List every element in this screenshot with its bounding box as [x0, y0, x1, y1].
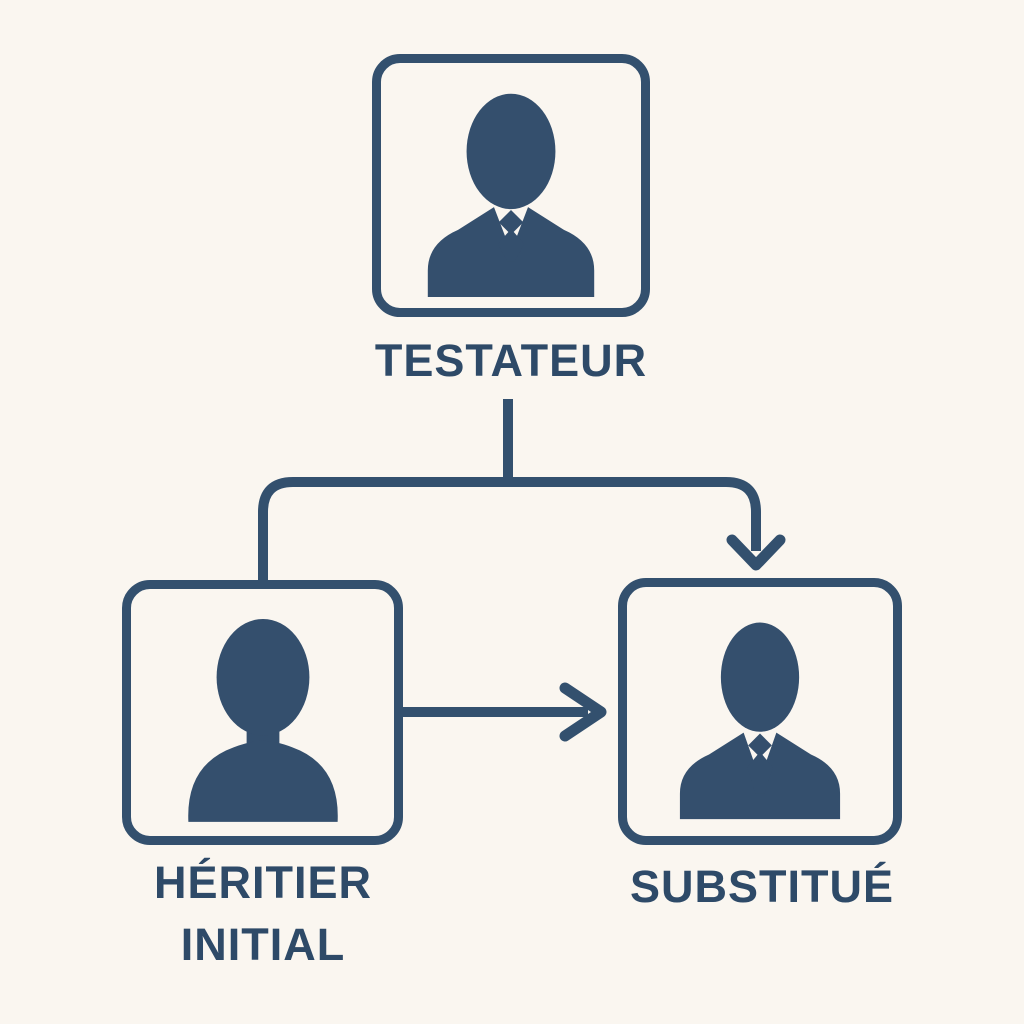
- edge-rail: [258, 477, 761, 584]
- node-testateur: [372, 54, 650, 317]
- node-substitue: [618, 578, 902, 845]
- arrowhead-right-icon: [559, 682, 607, 742]
- node-label-substitue: SUBSTITUÉ: [629, 861, 894, 912]
- node-label-testateur: TESTATEUR: [374, 335, 648, 386]
- label-line-2: INITIAL: [180, 919, 346, 970]
- label-line-1: HÉRITIER: [153, 857, 372, 908]
- person-suit-icon: [679, 622, 841, 819]
- person-icon: [187, 618, 338, 822]
- node-label-heritier-initial: HÉRITIER INITIAL: [63, 852, 463, 976]
- node-heritier-initial: [122, 580, 403, 845]
- person-suit-icon: [427, 93, 595, 297]
- arrowhead-down-icon: [726, 534, 786, 571]
